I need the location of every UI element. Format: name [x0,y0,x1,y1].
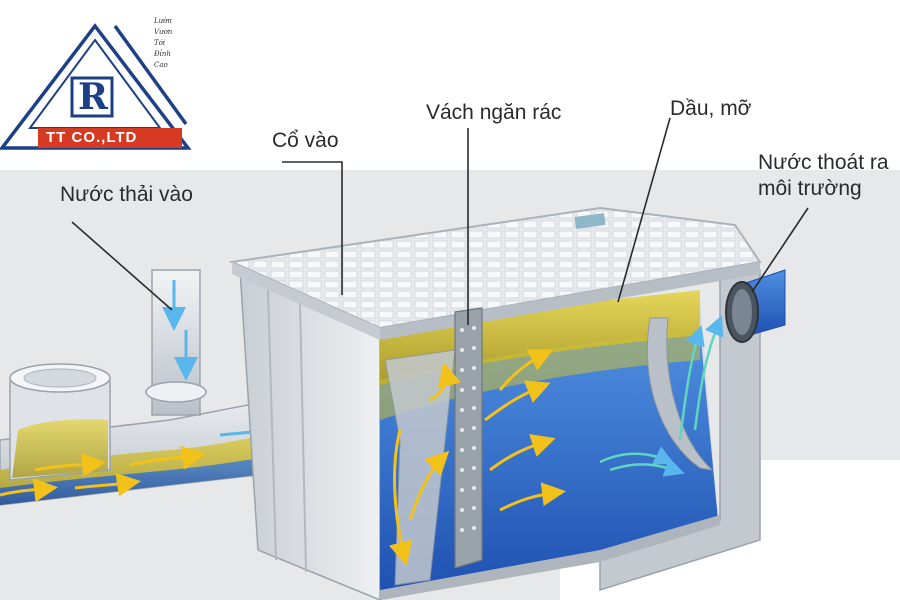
logo-tagline-line: Lườn [154,17,172,25]
label-oil-grease: Dầu, mỡ [670,97,752,120]
leader-lines [71,117,809,325]
logo-tagline-line: Đỉnh [154,50,171,58]
label-trash-screen: Vách ngăn rác [426,101,562,124]
label-outlet: Nước thoát ra môi trường [758,150,889,202]
label-outlet-line2: môi trường [758,177,862,200]
logo-tagline-line: Tới [154,39,166,47]
label-wastewater-in: Nước thải vào [60,183,193,206]
logo-company-name: TT CO.,LTD [46,129,138,146]
leader-outlet [751,207,809,293]
tank-flow-arrows [388,349,566,566]
leader-oil-grease [617,117,671,303]
logo-tagline: Lườn Vươn Tới Đỉnh Cao [154,16,194,71]
tank [228,206,762,600]
outlet-flow-arrows [599,315,724,477]
company-logo [0,23,192,150]
logo-monogram: R [78,76,108,118]
logo-tagline-line: Vươn [154,28,173,36]
logo-tagline-line: Cao [154,61,168,69]
outlet-pipe [725,269,786,343]
pipe-flow-arrows [0,445,206,503]
leader-inlet-neck [282,161,343,295]
trash-screen [454,307,483,569]
label-inlet-neck: Cổ vào [272,129,339,152]
label-outlet-line1: Nước thoát ra [758,151,889,174]
leader-wastewater-in [71,221,173,311]
